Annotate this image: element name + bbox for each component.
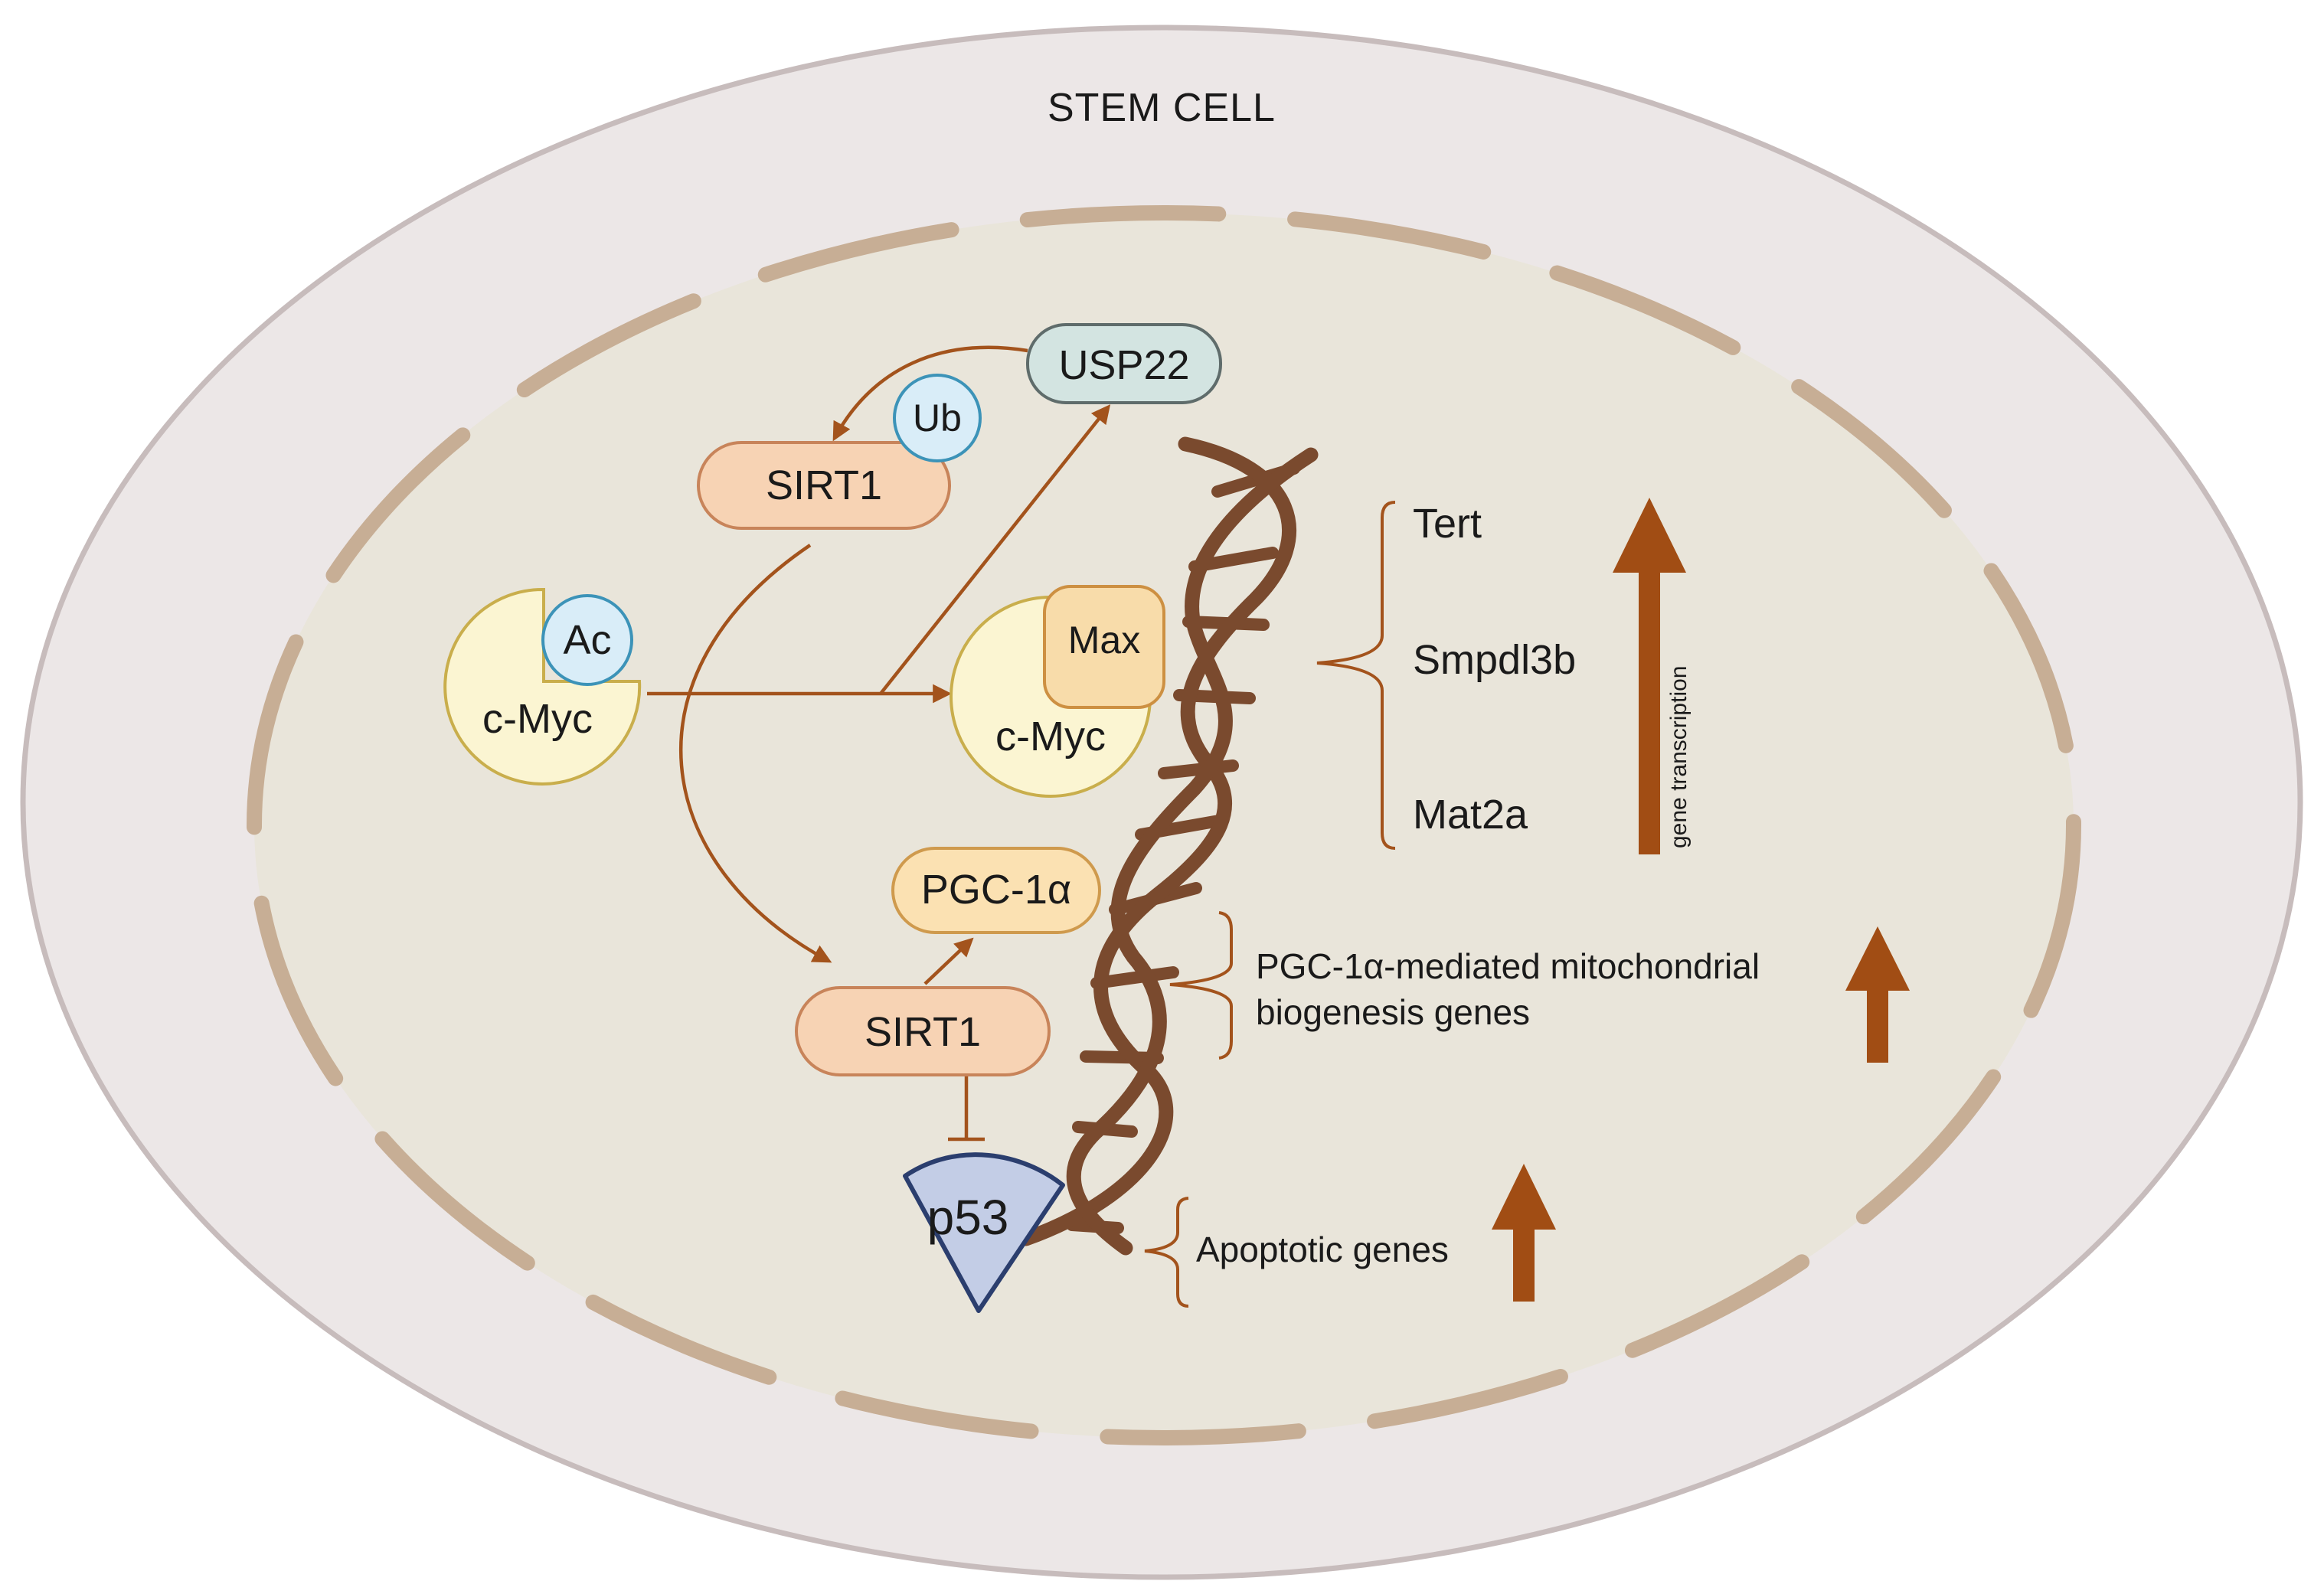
- braces: [1144, 501, 1396, 1308]
- arrow-sirt1-to-pgc1a: [923, 937, 974, 985]
- apoptotic-up-arrow: [1492, 1164, 1556, 1302]
- ub-badge: [893, 374, 982, 462]
- sirt1-top-node: [697, 441, 951, 530]
- arrow-to-usp22: [879, 404, 1111, 695]
- gene-tert: Tert: [1413, 501, 1482, 547]
- pgc1a-label: PGC-1α: [921, 867, 1071, 913]
- arrow-usp22-to-sirt1: [832, 345, 1028, 442]
- mito-up-arrow: [1845, 926, 1910, 1063]
- p53-node: [903, 1152, 1065, 1313]
- pgc1a-node: [891, 847, 1101, 934]
- usp22-label: USP22: [1058, 342, 1189, 388]
- gene-brace: [1316, 501, 1396, 850]
- inhibit-sirt1-p53: [948, 1076, 985, 1142]
- max-label: Max: [1068, 619, 1140, 661]
- sirt1-top-label: SIRT1: [766, 462, 882, 508]
- arrow-sirt1-to-sirt1: [679, 544, 832, 963]
- dna-strand-b: [1066, 447, 1319, 1256]
- cmyc-right-label: c-Myc: [995, 714, 1106, 759]
- pathway-arrows: [647, 345, 1111, 1142]
- mito-brace: [1169, 911, 1233, 1060]
- gene-transcription-arrow: [1613, 498, 1686, 854]
- gene-transcription-label: gene transcription: [1666, 666, 1692, 848]
- max-node: [1043, 585, 1165, 709]
- usp22-node: [1026, 323, 1222, 404]
- apoptotic-genes-label: Apoptotic genes: [1196, 1230, 1449, 1269]
- cell-title: STEM CELL: [1048, 86, 1276, 130]
- dna-helix: [1018, 436, 1319, 1256]
- sirt1-bottom-node: [795, 986, 1051, 1076]
- mito-genes-line1: PGC-1α-mediated mitochondrial: [1256, 946, 1760, 986]
- apoptotic-brace: [1144, 1197, 1189, 1308]
- sirt1-bottom-label: SIRT1: [865, 1009, 981, 1055]
- mito-genes-line2: biogenesis genes: [1256, 992, 1530, 1032]
- p53-label: p53: [927, 1190, 1009, 1245]
- dna-strand-a: [1018, 436, 1297, 1246]
- nuclear-envelope: [247, 205, 2081, 1445]
- cmyc-left-label: c-Myc: [482, 696, 593, 742]
- ub-label: Ub: [913, 397, 962, 439]
- ac-badge: [541, 594, 633, 686]
- gene-smpdl3b: Smpdl3b: [1413, 637, 1576, 683]
- gene-mat2a: Mat2a: [1413, 792, 1528, 838]
- ac-label: Ac: [563, 617, 611, 663]
- cmyc-left-node: [443, 587, 642, 786]
